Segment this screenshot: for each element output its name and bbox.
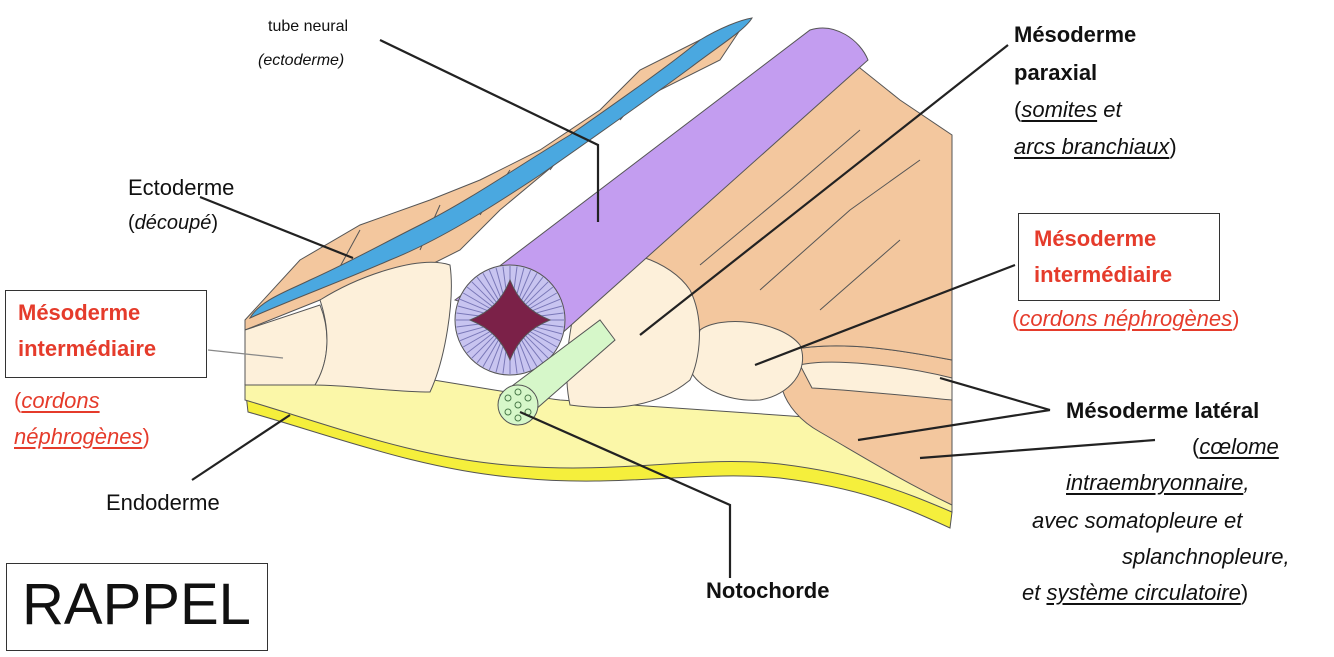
paren-open: (	[1192, 434, 1200, 459]
splanchnopleure-line: splanchnopleure,	[1122, 544, 1290, 569]
notochord-cells	[504, 388, 532, 422]
somatopleure-line: avec somatopleure et	[1032, 508, 1243, 533]
notochord-cross-section	[497, 384, 539, 426]
tube-neural-sublabel: (ectoderme)	[258, 52, 345, 69]
paren-open: (	[128, 212, 135, 234]
leader-lines	[191, 39, 1156, 578]
left-somite-light	[314, 261, 452, 393]
meso-inter-right-line2: intermédiaire	[1034, 262, 1173, 287]
paren-close: )	[1240, 580, 1249, 605]
paren-close: )	[1169, 134, 1177, 159]
paren-close: )	[142, 424, 150, 449]
neural-lumen	[468, 278, 552, 362]
ectoderm-layer	[248, 17, 753, 320]
meso-inter-left-line1: Mésoderme	[18, 300, 141, 325]
paren-close: )	[211, 212, 219, 234]
paren-open: (	[1012, 306, 1020, 331]
et-prefix: et	[1022, 580, 1047, 605]
systeme-text: système circulatoire	[1046, 580, 1241, 605]
intra-comma: ,	[1243, 470, 1250, 495]
meso-inter-right-box	[1018, 213, 1220, 301]
coelome-text: cœlome	[1199, 434, 1279, 459]
somites-text: somites	[1021, 97, 1098, 122]
meso-inter-left-box	[5, 290, 207, 378]
meso-inter-left-line2: intermédiaire	[18, 336, 157, 361]
cordons-left-line1: (cordons	[14, 388, 100, 413]
coelom-light	[799, 361, 953, 401]
paren-close: )	[1232, 306, 1240, 331]
nephrogenes-left-text: néphrogènes	[14, 424, 143, 449]
paren-open: (	[14, 388, 22, 413]
cordons-left-text: cordons	[21, 388, 100, 413]
intraembryonnaire-text: intraembryonnaire	[1066, 470, 1244, 495]
cordons-left-line2: néphrogènes)	[14, 424, 150, 449]
ectoderme-label: Ectoderme	[128, 175, 235, 200]
ectoderme-sublabel: (découpé)	[128, 212, 218, 235]
somites-et: et	[1097, 97, 1122, 122]
meso-paraxial-line2: paraxial	[1014, 60, 1098, 85]
tube-neural-label: tube neural	[268, 18, 349, 35]
ectoderme-decoupe: découpé	[134, 212, 212, 234]
rappel-label: RAPPEL	[22, 572, 251, 637]
cordons-right-text: cordons néphrogènes	[1019, 306, 1233, 331]
rappel-box	[6, 563, 268, 651]
meso-inter-right-line1: Mésoderme	[1034, 226, 1157, 251]
intraembryonnaire-line: intraembryonnaire,	[1066, 470, 1249, 495]
paren-open: (	[1014, 97, 1022, 122]
arcs-text: arcs branchiaux	[1014, 134, 1170, 159]
neural-tube	[453, 27, 869, 336]
systeme-line: et système circulatoire)	[1022, 580, 1248, 605]
meso-paraxial-line1: Mésoderme	[1014, 22, 1137, 47]
intermediate-mesoderm-right	[689, 321, 804, 401]
arcs-line: arcs branchiaux)	[1014, 134, 1177, 159]
endoderme-label: Endoderme	[106, 490, 220, 515]
cordons-right-line: (cordons néphrogènes)	[1012, 306, 1239, 331]
somites-line: (somites et	[1014, 97, 1122, 122]
coelome-line: (cœlome	[1192, 434, 1279, 459]
meso-lateral-label: Mésoderme latéral	[1066, 398, 1260, 423]
notochorde-label: Notochorde	[706, 578, 830, 603]
